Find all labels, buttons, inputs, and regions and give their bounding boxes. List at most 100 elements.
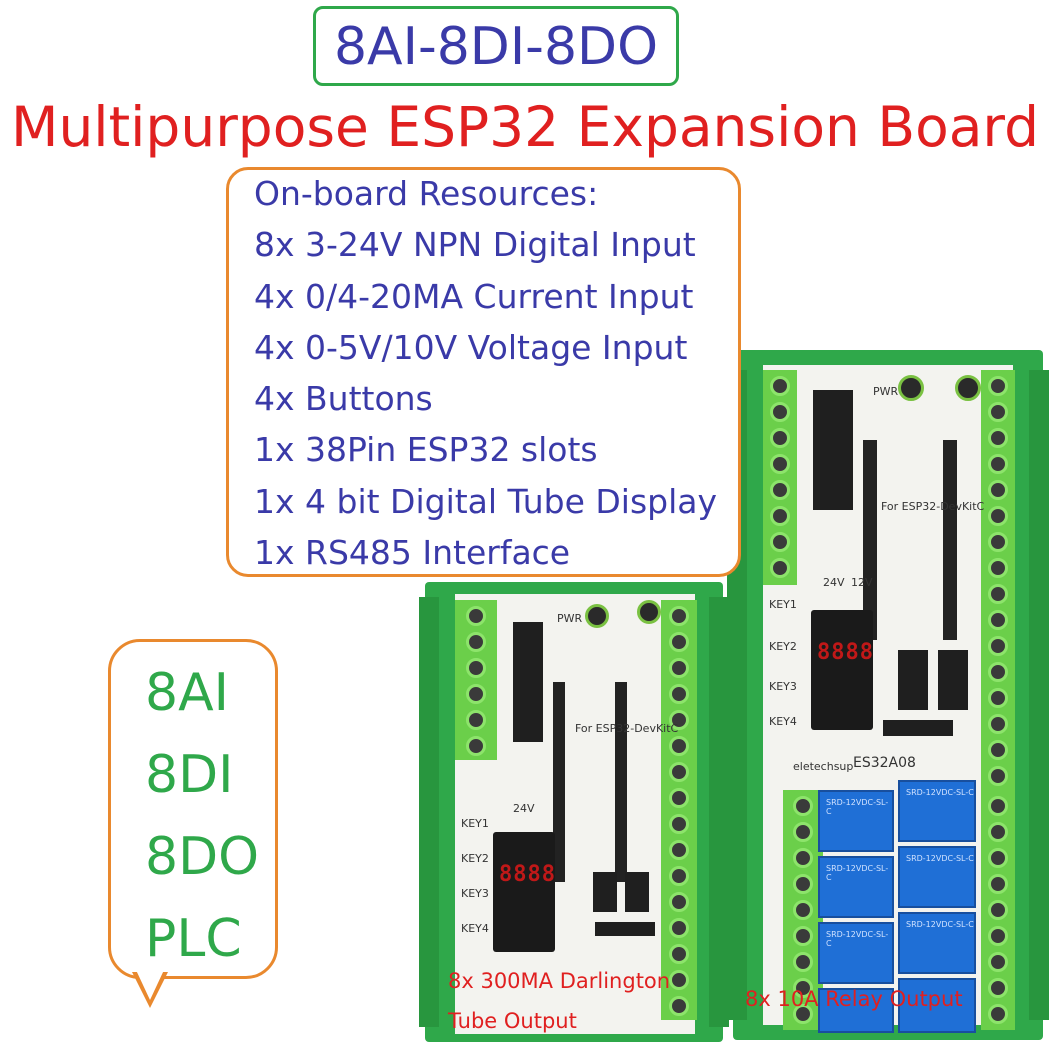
terminal-screw bbox=[988, 402, 1008, 422]
v24-label: 24V bbox=[823, 576, 845, 589]
terminal-screw bbox=[988, 584, 1008, 604]
relay-1: SRD-12VDC-SL-C bbox=[818, 790, 894, 852]
esp-label: For ESP32-DevKitC bbox=[881, 500, 985, 513]
digit-display: 8888 bbox=[811, 610, 873, 730]
terminal-screw bbox=[669, 736, 689, 756]
relay-caption: 8x 10A Relay Output bbox=[745, 987, 963, 1011]
relay-8 bbox=[898, 978, 976, 1033]
terminal-screw bbox=[669, 710, 689, 730]
terminal-screw bbox=[988, 822, 1008, 842]
terminal-screw bbox=[770, 506, 790, 526]
terminal-screw bbox=[770, 532, 790, 552]
resource-item: 4x 0/4-20MA Current Input bbox=[254, 276, 694, 316]
relay-2: SRD-12VDC-SL-C bbox=[818, 856, 894, 918]
left-esp-label: For ESP32-DevKitC bbox=[575, 722, 679, 735]
terminal-screw bbox=[770, 558, 790, 578]
resources-heading: On-board Resources: bbox=[254, 174, 599, 213]
display-digits: 8888 bbox=[817, 640, 874, 665]
relay-2-text: SRD-12VDC-SL-C bbox=[826, 864, 889, 882]
relay-3-text: SRD-12VDC-SL-C bbox=[826, 930, 889, 948]
terminal-screw bbox=[669, 658, 689, 678]
left-key3-label: KEY3 bbox=[461, 887, 489, 900]
terminal-screw bbox=[988, 532, 1008, 552]
terminal-screw bbox=[770, 376, 790, 396]
terminal-screw bbox=[669, 840, 689, 860]
terminal-screw bbox=[770, 428, 790, 448]
darlington-board: PWR For ESP32-DevKitC 24V KEY1 KEY2 KEY3… bbox=[419, 582, 729, 1042]
model-label: ES32A08 bbox=[853, 755, 916, 771]
terminal-screw bbox=[988, 900, 1008, 920]
terminal-screw bbox=[988, 558, 1008, 578]
darlington-caption-line1: 8x 300MA Darlington bbox=[448, 969, 671, 993]
left-display-digits: 8888 bbox=[499, 862, 556, 887]
terminal-screw bbox=[793, 848, 813, 868]
relay-6: SRD-12VDC-SL-C bbox=[898, 846, 976, 908]
resource-item: 1x 4 bit Digital Tube Display bbox=[254, 481, 717, 521]
terminal-screw bbox=[466, 658, 486, 678]
resource-item: 4x Buttons bbox=[254, 379, 433, 419]
terminal-screw bbox=[466, 684, 486, 704]
terminal-screw bbox=[793, 926, 813, 946]
relay-7: SRD-12VDC-SL-C bbox=[898, 912, 976, 974]
left-key4-label: KEY4 bbox=[461, 922, 489, 935]
terminal-screw bbox=[793, 900, 813, 920]
feature-bubble bbox=[108, 639, 278, 979]
terminal-screw bbox=[669, 684, 689, 704]
terminal-screw bbox=[669, 788, 689, 808]
relay-3: SRD-12VDC-SL-C bbox=[818, 922, 894, 984]
terminal-screw bbox=[988, 714, 1008, 734]
terminal-screw bbox=[669, 970, 689, 990]
page-title: Multipurpose ESP32 Expansion Board bbox=[10, 95, 1039, 159]
terminal-screw bbox=[793, 874, 813, 894]
resources-list: On-board Resources: 8x 3-24V NPN Digital… bbox=[254, 168, 717, 578]
resource-item: 4x 0-5V/10V Voltage Input bbox=[254, 327, 688, 367]
model-title: 8AI-8DI-8DO bbox=[333, 17, 659, 77]
terminal-screw bbox=[988, 978, 1008, 998]
relay-board: PWR For ESP32-DevKitC 24V 12V KEY1 KEY2 … bbox=[727, 350, 1049, 1040]
terminal-screw bbox=[770, 402, 790, 422]
terminal-screw bbox=[669, 996, 689, 1016]
terminal-screw bbox=[988, 952, 1008, 972]
terminal-screw bbox=[793, 796, 813, 816]
feature-tags: 8AI 8DI 8DO PLC bbox=[145, 652, 259, 980]
terminal-screw bbox=[669, 892, 689, 912]
resource-item: 1x RS485 Interface bbox=[254, 533, 571, 573]
terminal-screw bbox=[669, 632, 689, 652]
terminal-screw bbox=[793, 1004, 813, 1024]
terminal-screw bbox=[466, 736, 486, 756]
terminal-screw bbox=[793, 978, 813, 998]
relay-5: SRD-12VDC-SL-C bbox=[898, 780, 976, 842]
terminal-screw bbox=[669, 944, 689, 964]
key4-label: KEY4 bbox=[769, 715, 797, 728]
relay-4 bbox=[818, 988, 894, 1033]
left-digit-display: 8888 bbox=[493, 832, 555, 952]
model-frame bbox=[313, 6, 679, 86]
terminal-screw bbox=[988, 796, 1008, 816]
resource-item: 1x 38Pin ESP32 slots bbox=[254, 430, 598, 470]
pwr-label: PWR bbox=[873, 385, 899, 398]
terminal-screw bbox=[669, 762, 689, 782]
terminal-screw bbox=[669, 866, 689, 886]
relay-6-text: SRD-12VDC-SL-C bbox=[906, 854, 974, 863]
terminal-screw bbox=[770, 454, 790, 474]
terminal-screw bbox=[988, 454, 1008, 474]
key3-label: KEY3 bbox=[769, 680, 797, 693]
left-v24-label: 24V bbox=[513, 802, 535, 815]
terminal-screw bbox=[793, 822, 813, 842]
terminal-screw bbox=[988, 848, 1008, 868]
key1-label: KEY1 bbox=[769, 598, 797, 611]
terminal-screw bbox=[770, 480, 790, 500]
terminal-screw bbox=[988, 610, 1008, 630]
left-pwr-label: PWR bbox=[557, 612, 583, 625]
relay-5-text: SRD-12VDC-SL-C bbox=[906, 788, 974, 797]
terminal-screw bbox=[466, 632, 486, 652]
left-key2-label: KEY2 bbox=[461, 852, 489, 865]
terminal-screw bbox=[988, 1004, 1008, 1024]
resource-item: 8x 3-24V NPN Digital Input bbox=[254, 225, 696, 265]
terminal-screw bbox=[988, 480, 1008, 500]
v12-label: 12V bbox=[851, 576, 873, 589]
terminal-screw bbox=[988, 376, 1008, 396]
terminal-screw bbox=[988, 506, 1008, 526]
left-key1-label: KEY1 bbox=[461, 817, 489, 830]
tag-plc: PLC bbox=[145, 909, 242, 969]
